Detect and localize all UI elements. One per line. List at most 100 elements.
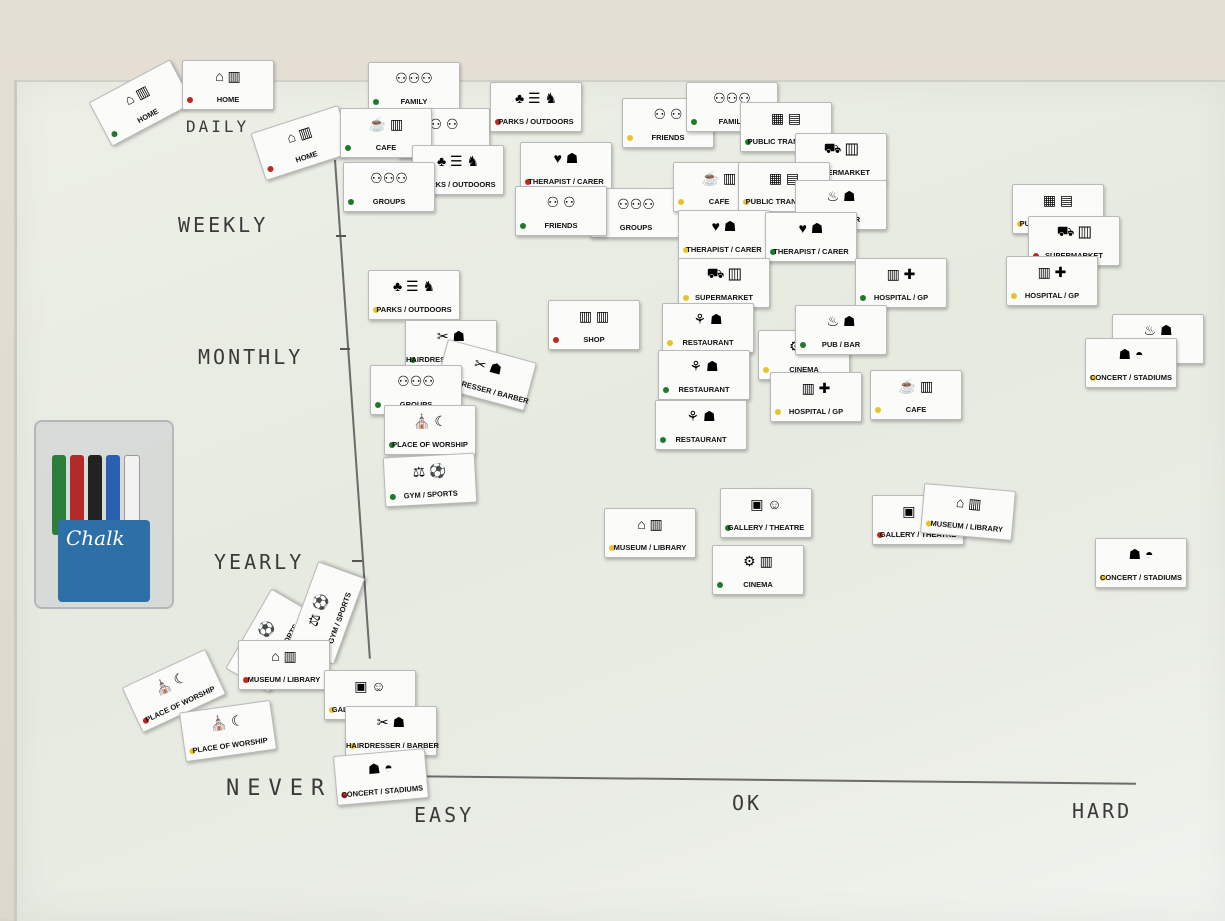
activity-card[interactable]: ▥ ▥SHOP [548, 300, 640, 350]
activity-card[interactable]: ▥ ✚HOSPITAL / GP [770, 372, 862, 422]
activity-label: PUBLIC TRANSPORT [747, 137, 825, 146]
activity-icon: ☕ ▥ [368, 115, 404, 132]
activity-icon: ♨ ☗ [826, 187, 856, 204]
activity-card[interactable]: ♥ ☗THERAPIST / CARER [520, 142, 612, 192]
activity-icon: ⚇ ⚇ [429, 115, 459, 132]
activity-label: CINEMA [789, 365, 819, 374]
activity-icon: ⚇ ⚇ [653, 105, 683, 122]
status-dot [800, 342, 806, 348]
status-dot [329, 707, 335, 713]
activity-card[interactable]: ⌂ ▥HOME [182, 60, 274, 110]
activity-icon: ⌂ ▥ [955, 493, 983, 512]
green-marker [52, 455, 66, 535]
activity-icon: ⚙ ▥ [743, 552, 773, 569]
status-dot [609, 545, 615, 551]
activity-icon: ▦ ▤ [768, 169, 800, 186]
activity-icon: ⚇⚇⚇ [713, 89, 751, 106]
activity-label: RESTAURANT [675, 435, 727, 444]
activity-label: PARKS / OUTDOORS [420, 180, 496, 189]
y-label-yearly: YEARLY [214, 550, 305, 574]
activity-card[interactable]: ♥ ☗THERAPIST / CARER [765, 212, 857, 262]
activity-label: THERAPIST / CARER [773, 247, 849, 256]
activity-card[interactable]: ⌂ ▥MUSEUM / LIBRARY [604, 508, 696, 558]
activity-card[interactable]: ♣ ☰ ♞PARKS / OUTDOORS [368, 270, 460, 320]
activity-card[interactable]: ☗ ◓CONCERT / STADIUMS [332, 748, 430, 806]
status-dot [770, 249, 776, 255]
status-dot [775, 409, 781, 415]
status-dot [389, 442, 395, 448]
activity-card[interactable]: ⚇⚇⚇FAMILY [368, 62, 460, 112]
activity-card[interactable]: ♥ ☗THERAPIST / CARER [678, 210, 770, 260]
activity-icon: ⛪ ☾ [208, 711, 245, 732]
x-label-hard: HARD [1072, 799, 1133, 823]
status-dot [683, 247, 689, 253]
activity-card[interactable]: ♣ ☰ ♞PARKS / OUTDOORS [490, 82, 582, 132]
activity-icon: ▣ ☺ [354, 677, 386, 694]
activity-icon: ⛟ ▥ [706, 264, 742, 281]
marker-pack-brand: Chalk [66, 526, 125, 550]
activity-label: HAIRDRESSER / BARBER [346, 741, 439, 750]
activity-card[interactable]: ▣ ☺GALLERY / THEATRE [720, 488, 812, 538]
activity-label: PARKS / OUTDOORS [376, 305, 452, 314]
activity-icon: ⚇ ⚇ [546, 193, 576, 210]
activity-card[interactable]: ⚘ ☗RESTAURANT [662, 303, 754, 353]
status-dot [683, 295, 689, 301]
activity-label: FRIENDS [651, 133, 685, 142]
activity-card[interactable]: ⚘ ☗RESTAURANT [658, 350, 750, 400]
activity-icon: ▥ ✚ [886, 265, 916, 282]
activity-label: CAFE [905, 405, 927, 414]
activity-card[interactable]: ♨ ☗ PUB / BAR [795, 305, 887, 355]
status-dot [627, 135, 633, 141]
x-label-easy: EASY [414, 803, 475, 827]
activity-icon: ▥ ✚ [1037, 263, 1067, 280]
activity-card[interactable]: ⛪ ☾PLACE OF WORSHIP [384, 405, 476, 455]
activity-icon: ▥ ✚ [801, 379, 831, 396]
activity-label: GALLERY / THEATRE [879, 530, 957, 539]
status-dot [187, 97, 193, 103]
status-dot [1100, 575, 1106, 581]
activity-card[interactable]: ☗ ◓ CONCERT / STADIUMS [1095, 538, 1187, 588]
activity-label: PUBLIC TRANSPORT [745, 197, 823, 206]
activity-label: PUB / BAR [821, 340, 861, 349]
activity-icon: ▦ ▤ [1042, 191, 1074, 208]
activity-card[interactable]: ⚇ ⚇FRIENDS [515, 186, 607, 236]
activity-label: THERAPIST / CARER [528, 177, 604, 186]
status-dot [495, 119, 501, 125]
status-dot [525, 179, 531, 185]
status-dot [877, 532, 883, 538]
activity-card[interactable]: ⚇⚇⚇GROUPS [343, 162, 435, 212]
activity-card[interactable]: ⌂ ▥MUSEUM / LIBRARY [238, 640, 330, 690]
red-marker [70, 455, 84, 535]
status-dot [348, 199, 354, 205]
activity-card[interactable]: ▥ ✚HOSPITAL / GP [1006, 256, 1098, 306]
activity-card[interactable]: ⚙ ▥CINEMA [712, 545, 804, 595]
activity-label: CONCERT / STADIUMS [1090, 373, 1172, 382]
activity-icon: ⚘ ☗ [686, 407, 716, 424]
activity-icon: ▥ ▥ [578, 307, 610, 324]
activity-icon: ♥ ☗ [711, 217, 737, 234]
status-dot [660, 437, 666, 443]
status-dot [678, 199, 684, 205]
activity-label: CONCERT / STADIUMS [1100, 573, 1182, 582]
activity-icon: ⛟ ▥ [823, 139, 859, 156]
activity-card[interactable]: ☕ ▥ CAFE [870, 370, 962, 420]
activity-card[interactable]: ✂ ☗HAIRDRESSER / BARBER [345, 706, 439, 756]
status-dot [345, 145, 351, 151]
activity-icon: ☗ ◓ [1128, 545, 1154, 562]
tick-weekly [336, 235, 346, 237]
activity-icon: ☕ ▥ [701, 169, 737, 186]
activity-label: CAFE [375, 143, 397, 152]
activity-icon: ♨ ☗ [826, 312, 856, 329]
marker-pack: Chalk [58, 520, 150, 602]
activity-icon: ☕ ▥ [898, 377, 934, 394]
activity-label: PARKS / OUTDOORS [498, 117, 574, 126]
activity-label: SUPERMARKET [812, 168, 870, 177]
activity-card[interactable]: ⌂ ▥MUSEUM / LIBRARY [919, 483, 1017, 541]
activity-card[interactable]: ▥ ✚HOSPITAL / GP [855, 258, 947, 308]
activity-card[interactable]: ☗ ◓CONCERT / STADIUMS [1085, 338, 1177, 388]
activity-card[interactable]: ⛟ ▥SUPERMARKET [678, 258, 770, 308]
activity-card[interactable]: ⚖ ⚽GYM / SPORTS [382, 452, 478, 508]
status-dot [691, 119, 697, 125]
activity-icon: ⚇⚇⚇ [397, 372, 435, 389]
activity-card[interactable]: ⚘ ☗ RESTAURANT [655, 400, 747, 450]
